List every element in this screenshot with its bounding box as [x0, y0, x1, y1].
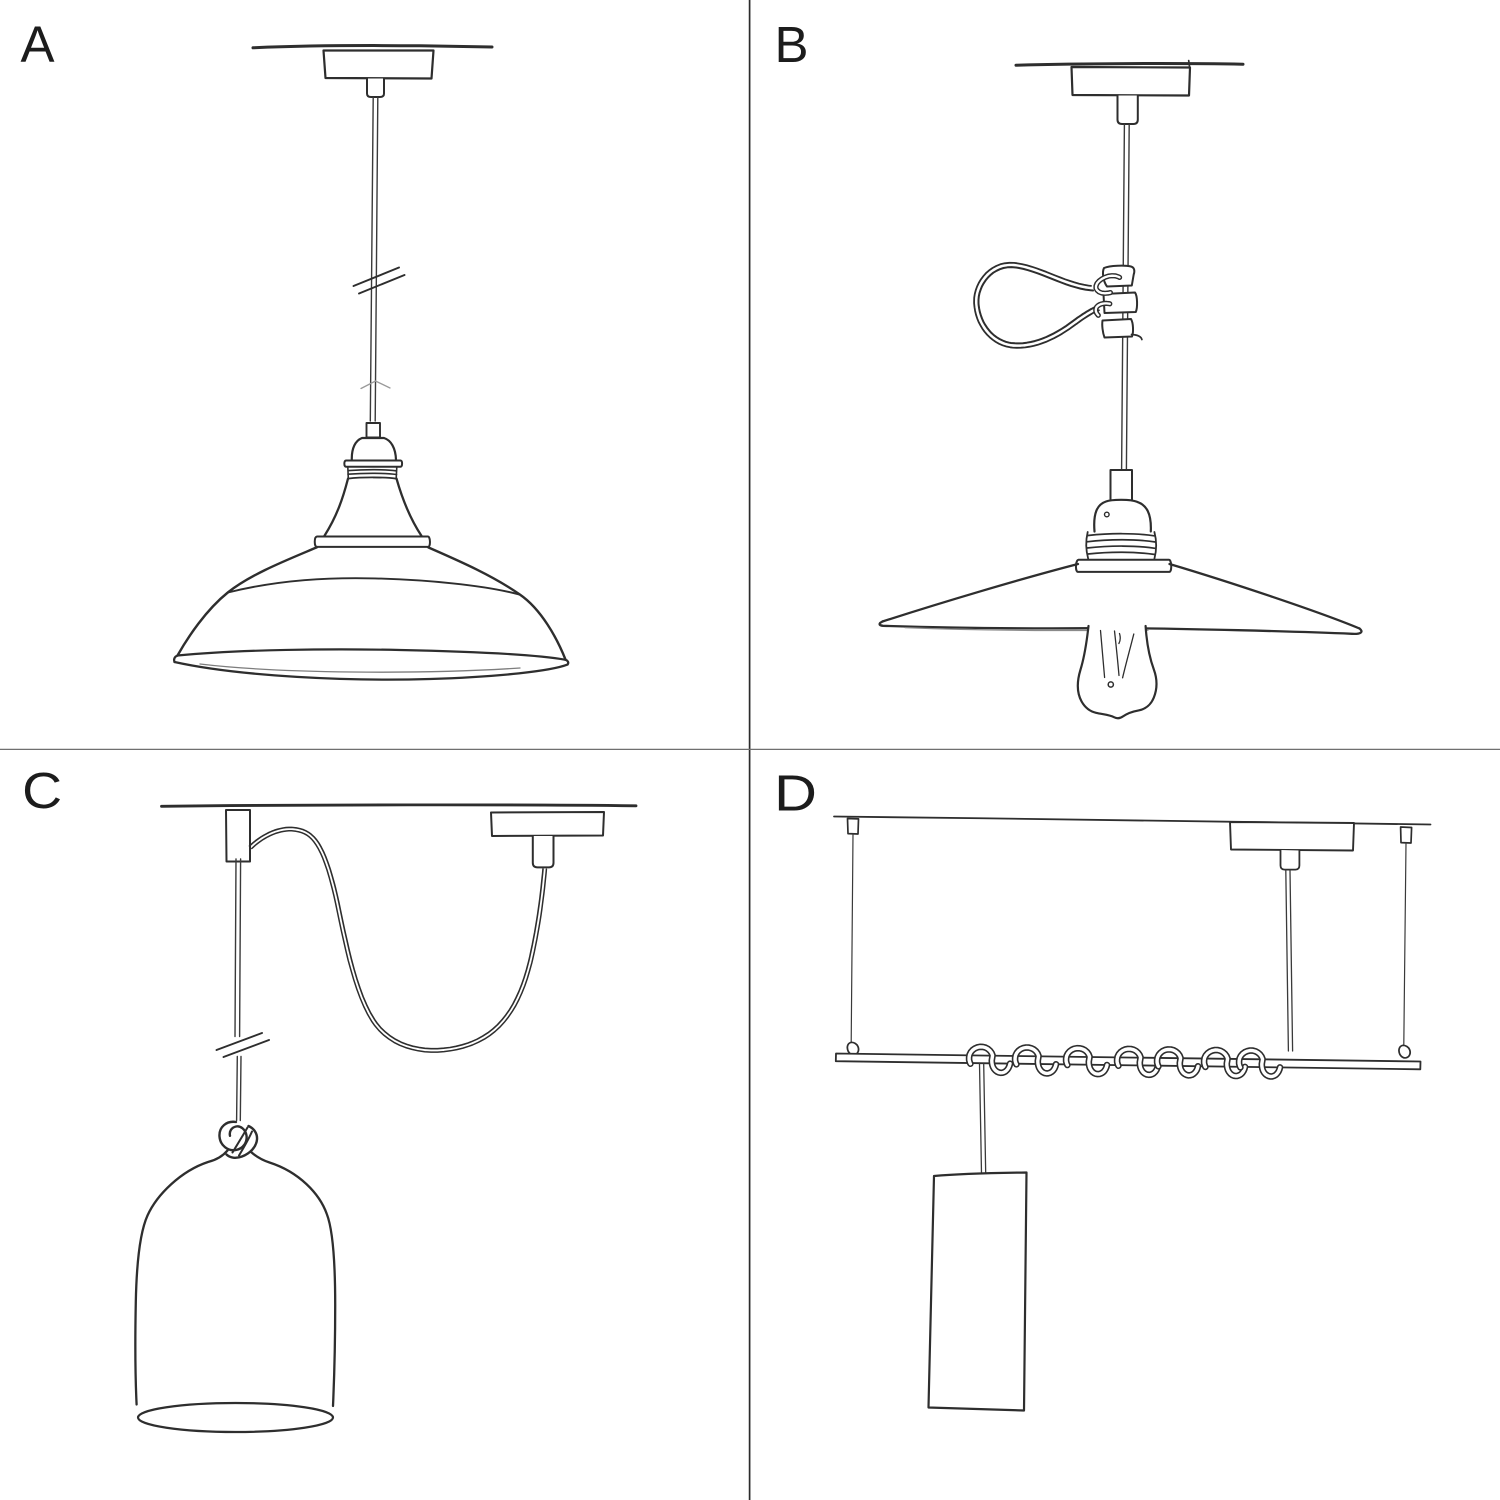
svg-text:A: A	[21, 16, 55, 73]
svg-text:C: C	[22, 762, 62, 819]
svg-text:D: D	[774, 765, 817, 822]
svg-text:B: B	[775, 16, 809, 73]
